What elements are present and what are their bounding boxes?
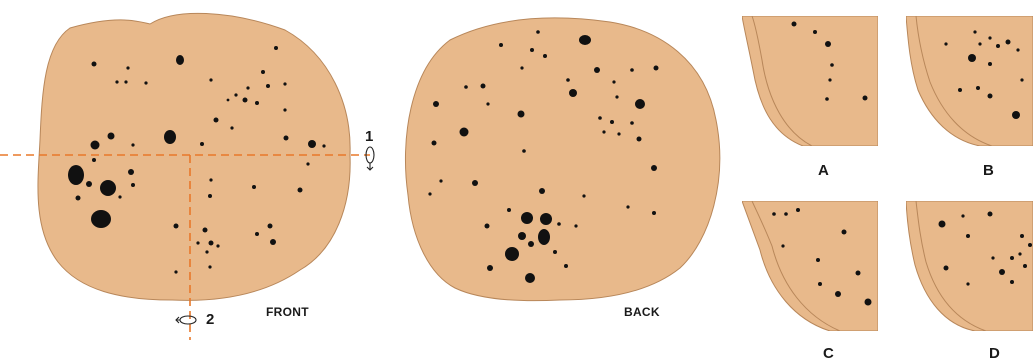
rotate-arrow-icon bbox=[366, 147, 374, 170]
option-a[interactable]: A bbox=[742, 16, 878, 179]
fold-axis-1-label: 1 bbox=[365, 128, 373, 145]
front-caption: FRONT bbox=[266, 305, 309, 319]
front-disc-shape bbox=[38, 13, 350, 300]
option-a-label: A bbox=[818, 162, 829, 179]
option-c[interactable]: C bbox=[742, 201, 878, 362]
front-disc bbox=[38, 13, 350, 300]
back-disc-shape bbox=[405, 18, 719, 301]
fold-axis-2-label: 2 bbox=[206, 311, 214, 328]
option-b-label: B bbox=[983, 162, 994, 179]
rotate-arrow-icon bbox=[176, 316, 196, 324]
option-b[interactable]: B bbox=[906, 16, 1033, 179]
option-d[interactable]: D bbox=[906, 201, 1033, 362]
back-disc bbox=[405, 18, 719, 301]
back-caption: BACK bbox=[624, 305, 660, 319]
option-d-label: D bbox=[989, 345, 1000, 362]
option-c-label: C bbox=[823, 345, 834, 362]
